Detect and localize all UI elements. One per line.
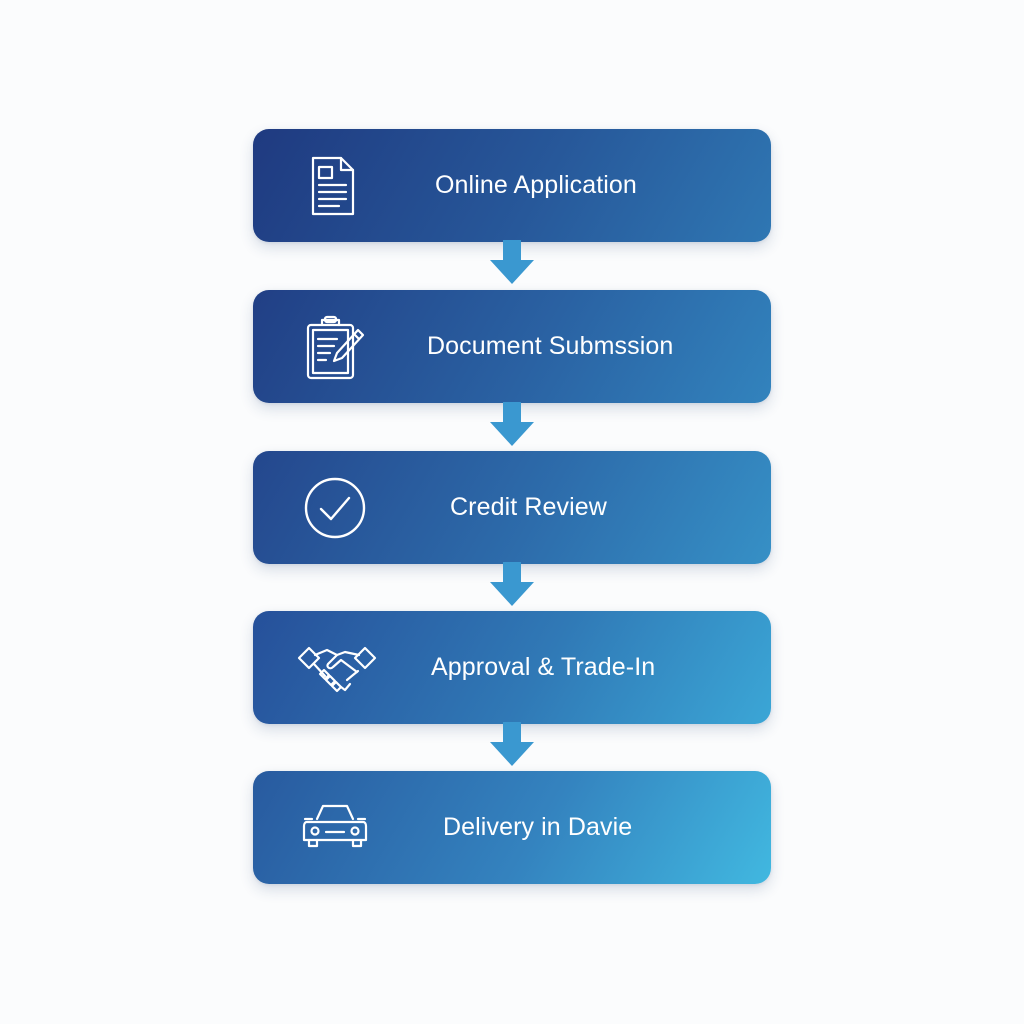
step-label: Approval & Trade-In <box>431 653 656 681</box>
step-label: Delivery in Davie <box>443 813 633 841</box>
car-icon <box>302 797 368 863</box>
step-approval-trade-in[interactable]: Approval & Trade-In <box>253 611 771 724</box>
step-online-application[interactable]: Online Application <box>253 129 771 242</box>
arrow-down-icon <box>489 240 535 284</box>
handshake-icon <box>297 635 377 701</box>
arrow-down-icon <box>489 562 535 606</box>
arrow-down-icon <box>489 722 535 766</box>
arrow-down-icon <box>489 402 535 446</box>
step-credit-review[interactable]: Credit Review <box>253 451 771 564</box>
clipboard-pen-icon <box>301 314 367 380</box>
step-document-submission[interactable]: Document Submssion <box>253 290 771 403</box>
step-label: Online Application <box>435 171 637 199</box>
step-label: Document Submssion <box>427 332 674 360</box>
step-delivery[interactable]: Delivery in Davie <box>253 771 771 884</box>
checkmark-circle-icon <box>302 475 368 541</box>
document-icon <box>299 153 365 219</box>
step-label: Credit Review <box>450 493 607 521</box>
